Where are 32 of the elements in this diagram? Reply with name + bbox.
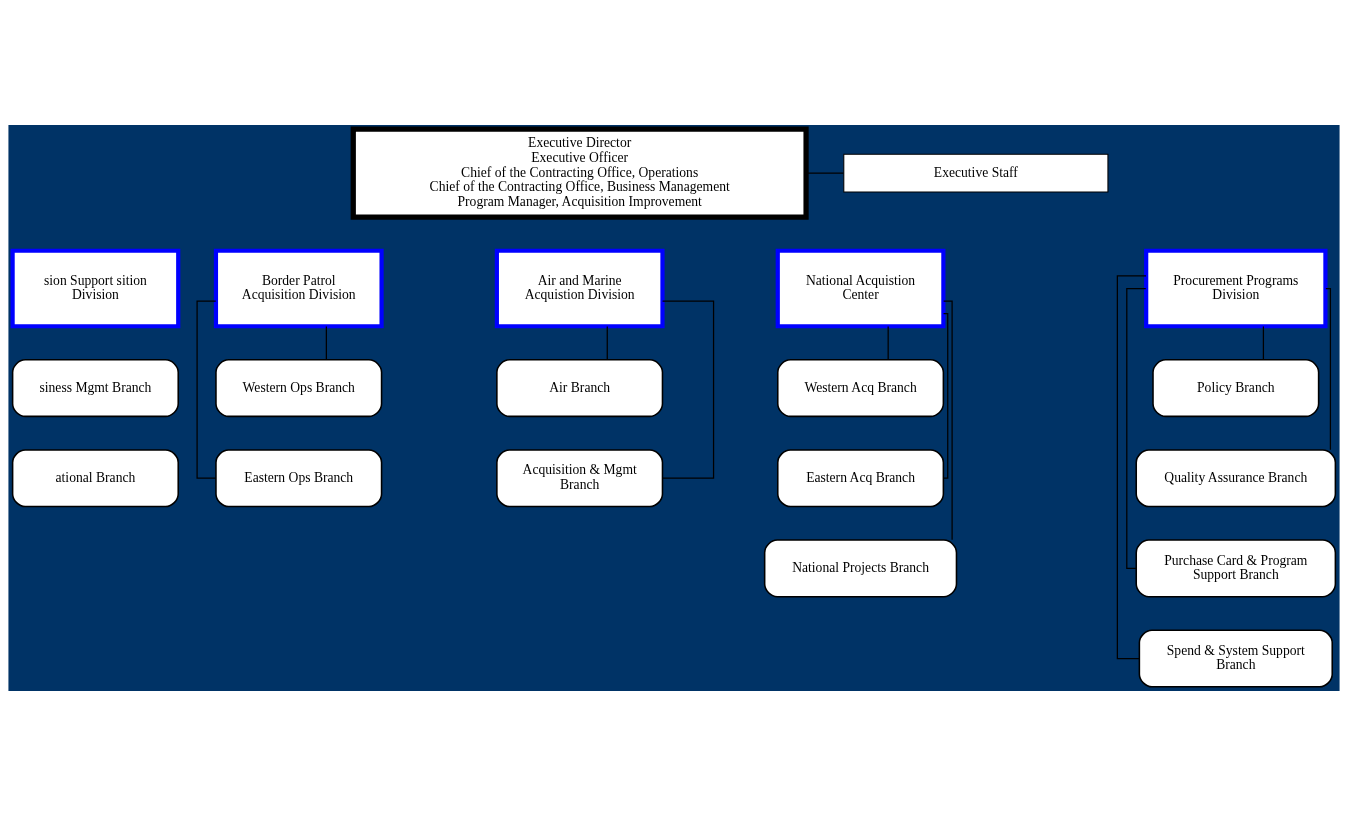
- connector: [1116, 274, 1147, 659]
- node-box: National Acquistion Center: [775, 248, 946, 328]
- node-box: Executive Director Executive Officer Chief of the Contracting Office, Operations Chief of the Contracting Office, Business Management Program Manager, Acquisition Improvement: [350, 126, 809, 220]
- node-box: Western Acq Branch: [777, 358, 945, 417]
- node-box: Policy Branch: [1152, 358, 1320, 417]
- node-box: Eastern Ops Branch: [215, 448, 383, 507]
- connector: [805, 172, 844, 174]
- connector: [661, 299, 715, 479]
- node-box: Executive Staff: [843, 153, 1109, 193]
- connector: [887, 325, 889, 360]
- connector: [942, 312, 949, 479]
- node-box: ational Branch: [11, 448, 179, 507]
- connector: [325, 325, 327, 360]
- node-box: Air Branch: [496, 358, 664, 417]
- connector: [606, 325, 608, 360]
- connector: [943, 299, 953, 540]
- node-box: Air and Marine Acquistion Division: [494, 248, 665, 328]
- node-box: Acquisition & Mgmt Branch: [496, 448, 664, 507]
- node-box: Spend & System Support Branch: [1138, 628, 1334, 688]
- connector: [1325, 287, 1332, 450]
- connector: [1262, 325, 1265, 360]
- connector: [196, 299, 217, 479]
- node-box: Purchase Card & Program Support Branch: [1135, 538, 1337, 597]
- node-box: Quality Assurance Branch: [1135, 448, 1337, 507]
- node-box: Eastern Acq Branch: [777, 448, 945, 507]
- connector: [1126, 287, 1147, 569]
- node-box: Border Patrol Acquisition Division: [213, 248, 384, 328]
- node-box: Procurement Programs Division: [1144, 248, 1328, 328]
- node-box: siness Mgmt Branch: [11, 358, 179, 417]
- node-box: National Projects Branch: [763, 538, 958, 597]
- node-box: sion Support sition Division: [10, 248, 181, 328]
- node-box: Western Ops Branch: [215, 358, 383, 417]
